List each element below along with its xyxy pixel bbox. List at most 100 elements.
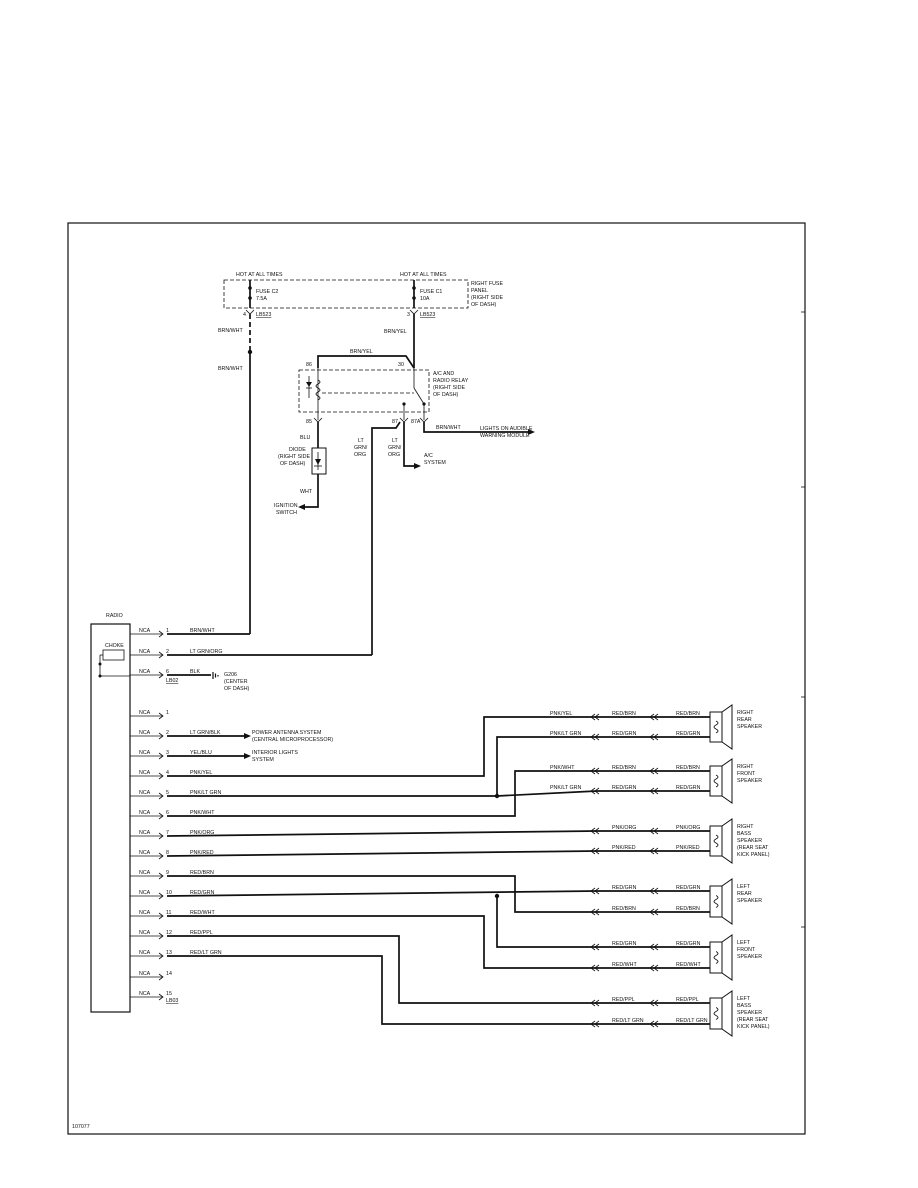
pin-nca-label: NCA [139, 991, 151, 997]
pin-wire-label: RED/PPL [190, 930, 213, 936]
relay-switch-arm [413, 387, 425, 405]
pin-nca-label: NCA [139, 710, 151, 716]
speaker-cone [721, 704, 733, 750]
pin-nca-label: NCA [139, 971, 151, 977]
radio-conn-bottom: LB03 [166, 998, 178, 1004]
wire-87a-out [423, 422, 528, 433]
pin-nca-label: NCA [139, 830, 151, 836]
wire-pin4-pnk-yel [167, 716, 597, 777]
fuse-conn-left: LB523 [256, 312, 271, 318]
pin-nca-label: NCA [139, 950, 151, 956]
speaker-wire-right-label: RED/GRN [676, 731, 701, 737]
speaker-wire-mid-label: RED/BRN [612, 711, 636, 717]
pin-wire-label: LT GRN/BLK [190, 730, 221, 736]
arrow-right-icon [244, 733, 251, 739]
speaker-coil [713, 1007, 719, 1020]
connector-symbol [649, 999, 659, 1007]
pin-number: 1 [166, 710, 169, 716]
wire-87-left-label: LT GRN/ ORG [354, 438, 369, 458]
feed-splice [247, 349, 253, 355]
splice-node [494, 793, 500, 799]
pin-number: 15 [166, 991, 172, 997]
wire-pin5-to-rf [496, 790, 598, 797]
speaker-cone [721, 878, 733, 925]
connector-symbol [158, 852, 164, 860]
antenna-dest: POWER ANTENNA SYSTEM (CENTRAL MICROPROCE… [252, 730, 333, 743]
pin-number: 6 [166, 810, 169, 816]
connector-symbol [649, 767, 659, 775]
wire-pin13-red-lt-grn [167, 955, 597, 1025]
connector-symbol [158, 973, 164, 981]
connector-symbol [158, 732, 164, 740]
connector-symbol [649, 733, 659, 741]
splice-node [494, 893, 500, 899]
fuse-c1-node [412, 296, 416, 300]
wire-pin7-pnk-org [166, 830, 598, 837]
pin-number: 2 [166, 730, 169, 736]
relay-pin-87a: 87A [411, 419, 421, 425]
speaker-wire-mid-label: RED/WHT [612, 962, 637, 968]
relay-title: A/C AND RADIO RELAY (RIGHT SIDE OF DASH) [433, 371, 470, 398]
arrow-right-icon [244, 753, 251, 759]
speaker-wire-harness-label: PNK/LT GRN [550, 731, 581, 737]
pin-number: 9 [166, 870, 169, 876]
pin-number: 1 [166, 628, 169, 634]
figure-id: 107077 [72, 1124, 90, 1130]
pin-wire-label: PNK/LT GRN [190, 790, 221, 796]
wire-87-to-ac [403, 422, 414, 467]
speaker-cone [721, 758, 733, 804]
pin-nca-label: NCA [139, 730, 151, 736]
connector-symbol [158, 630, 164, 638]
connector-symbol [158, 792, 164, 800]
connector-symbol [158, 912, 164, 920]
connector-symbol [649, 713, 659, 721]
fuse-pin-left: 4 [243, 312, 246, 318]
pin-row: NCA 1 [130, 710, 169, 720]
relay-pin-86: 86 [306, 362, 312, 368]
fuse-conn-right: LB523 [420, 312, 435, 318]
arrow-right-icon [414, 463, 421, 469]
speaker-wire-routes [166, 633, 598, 1025]
speaker-wire-mid-label: RED/BRN [612, 906, 636, 912]
pin-nca-label: NCA [139, 790, 151, 796]
arrow-right-icon [528, 429, 535, 435]
speaker-wire-right-label: RED/PPL [676, 997, 699, 1003]
pin-number: 3 [166, 750, 169, 756]
pin-nca-label: NCA [139, 810, 151, 816]
speaker-wire-right-label: RED/GRN [676, 785, 701, 791]
relay-top-wire-label: BRN/YEL [350, 349, 373, 355]
connector-symbol [158, 752, 164, 760]
speaker-wire-right-label: RED/LT GRN [676, 1018, 708, 1024]
connector-symbol [409, 309, 419, 315]
speaker-wire-right-label: RED/BRN [676, 765, 700, 771]
speaker-wire-right-label: RED/WHT [676, 962, 701, 968]
wire-pin12-red-ppl [167, 935, 597, 1004]
ground-icon [212, 672, 219, 679]
diagram-frame [67, 222, 806, 1135]
speaker-wire-mid-label: PNK/RED [612, 845, 636, 851]
pin-wire-label: PNK/YEL [190, 770, 212, 776]
fuse-panel: HOT AT ALL TIMES HOT AT ALL TIMES FUSE C… [223, 272, 503, 318]
connector-symbol [158, 832, 164, 840]
fuse-c1-amp: 10A [420, 296, 430, 302]
arrow-left-icon [298, 504, 305, 510]
speaker-coil [713, 834, 719, 848]
connector-symbol [158, 712, 164, 720]
fuse-c2-amp: 7.5A [256, 296, 267, 302]
fuse-panel-box [223, 279, 469, 309]
speaker-wire-harness-label: PNK/YEL [550, 711, 572, 717]
connector-symbol [158, 651, 164, 659]
radio-conn-top: LB02 [166, 678, 178, 684]
pin-nca-label: NCA [139, 628, 151, 634]
feed-wire-label-bottom: BRN/WHT [218, 366, 243, 372]
pin-wire-label: PNK/RED [190, 850, 214, 856]
